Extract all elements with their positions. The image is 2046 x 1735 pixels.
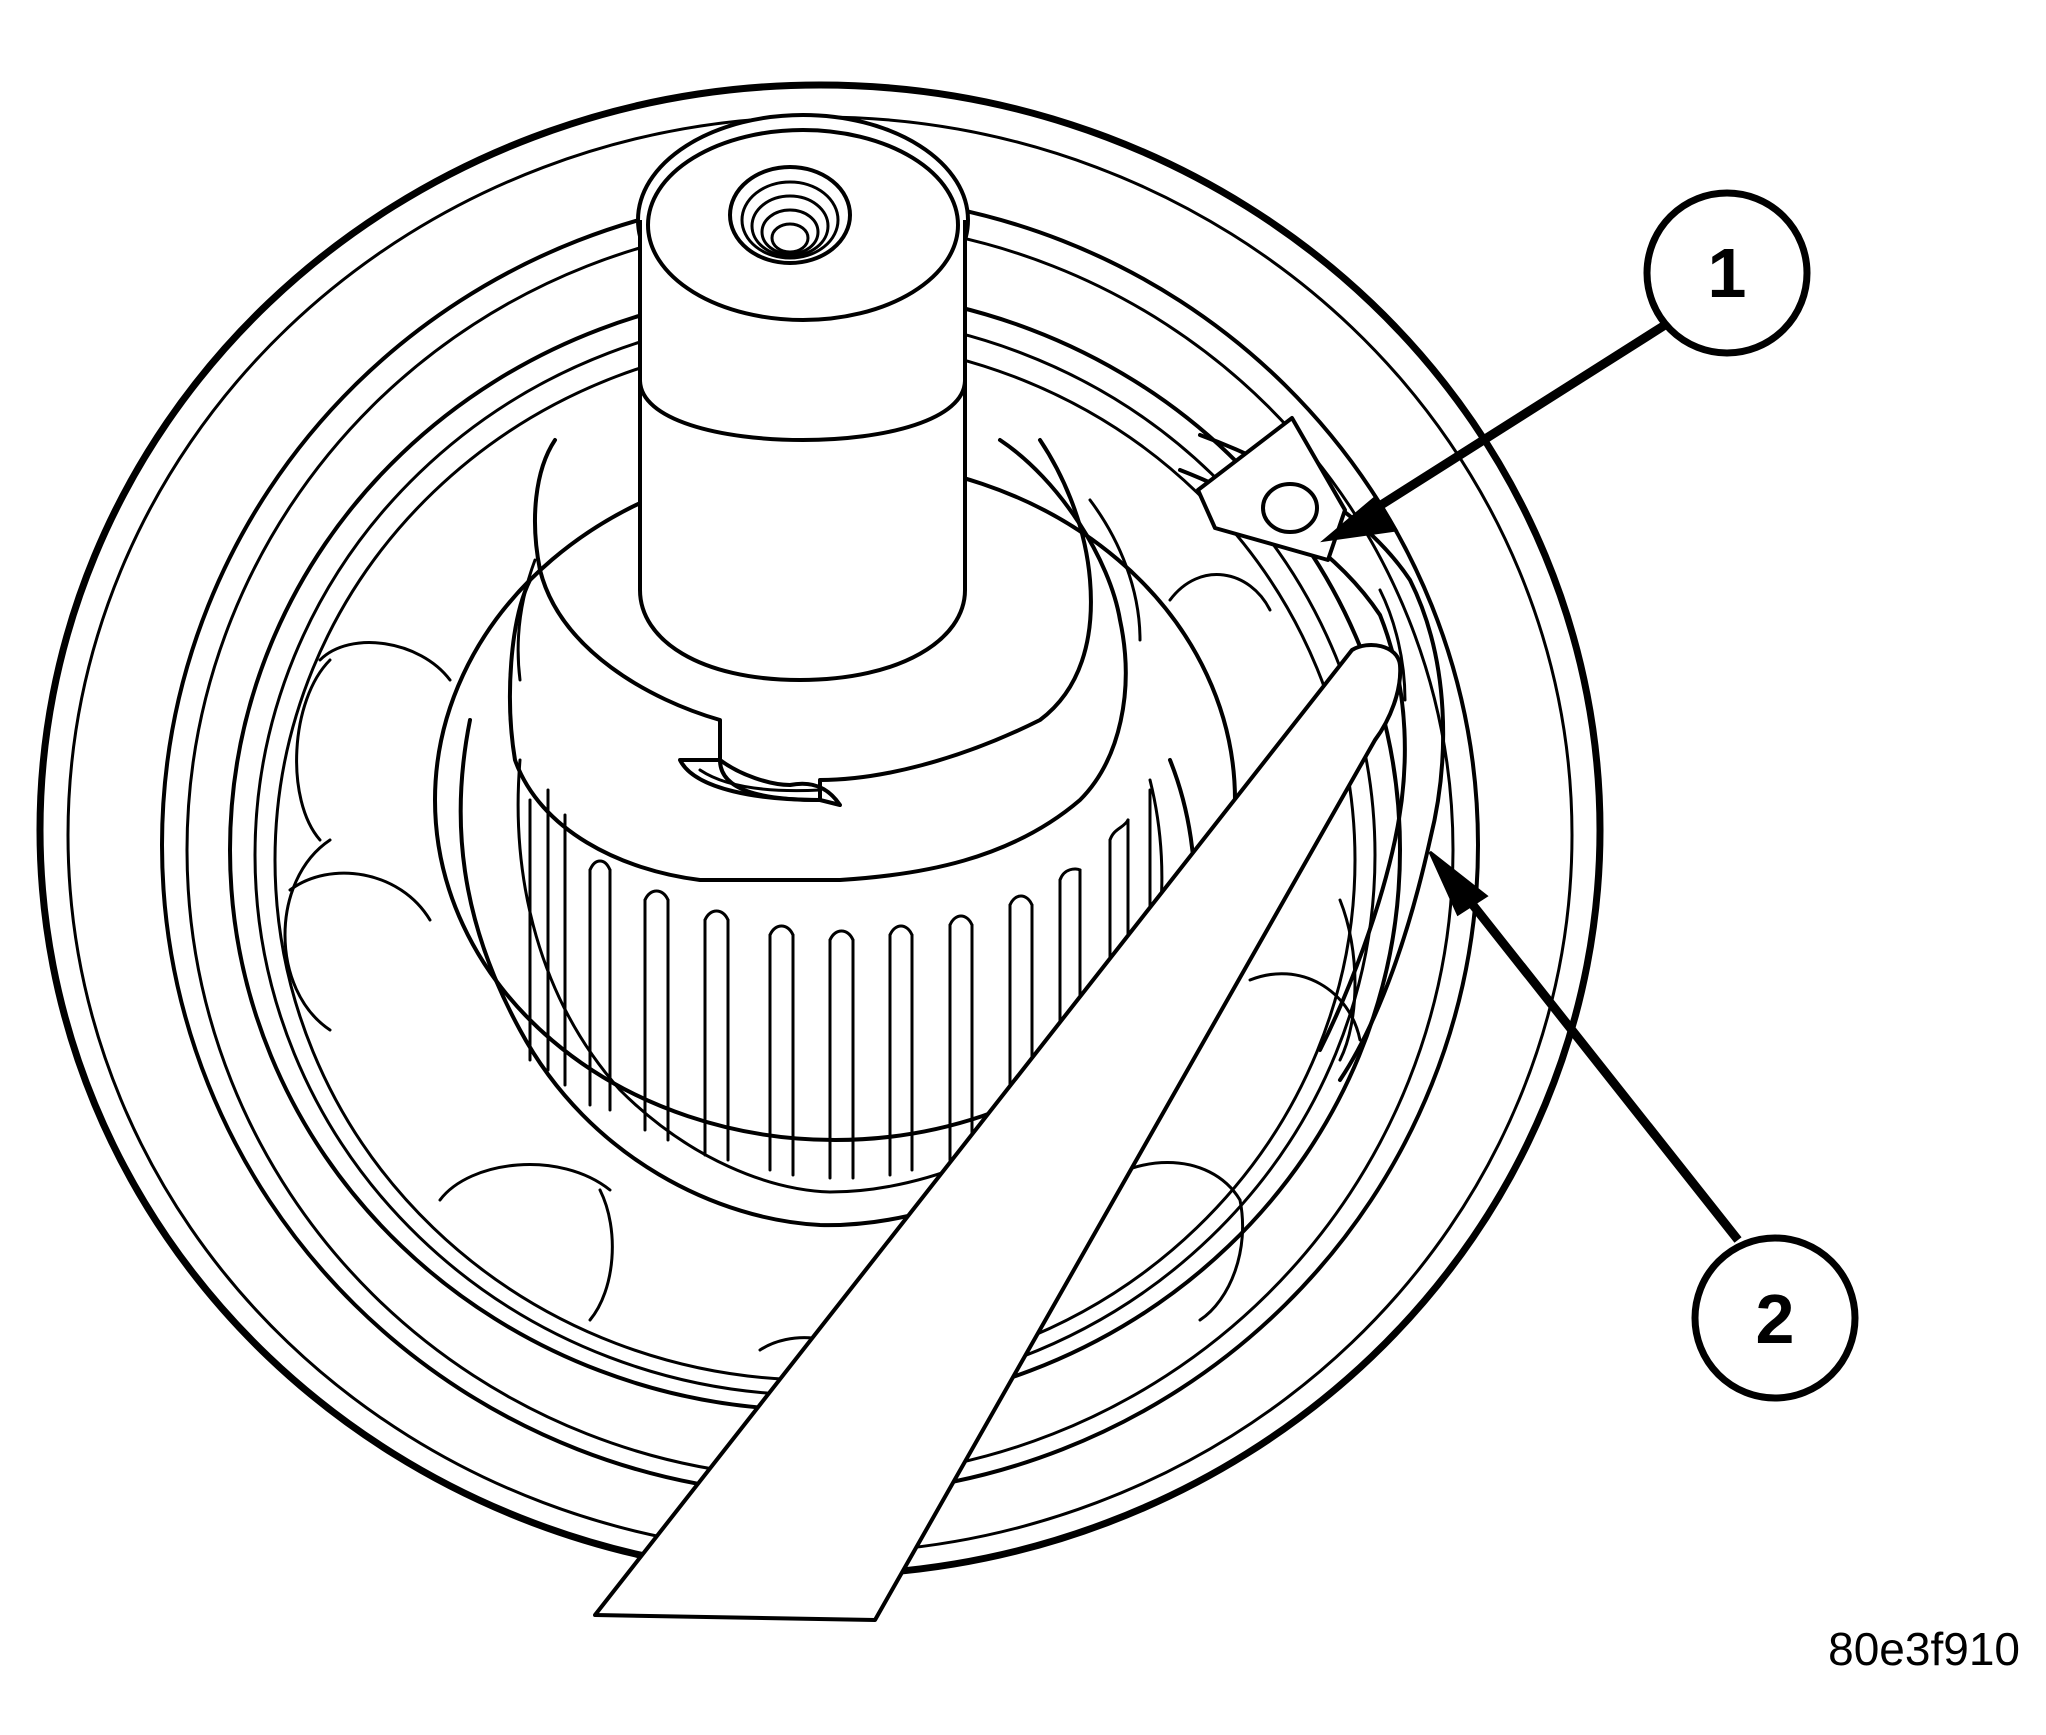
callout-arrow-2 — [1428, 850, 1742, 1243]
figure-id: 80e3f910 — [1828, 1623, 2020, 1675]
bearing-balls — [283, 573, 1362, 1362]
callout-1-label: 1 — [1708, 234, 1747, 312]
callout-1: 1 — [1643, 189, 1811, 357]
spline-teeth — [528, 788, 1152, 1180]
callout-2-label: 2 — [1756, 1280, 1795, 1358]
callout-arrow-1 — [1320, 321, 1668, 543]
snap-ring-ear — [1196, 416, 1347, 562]
callout-2: 2 — [1691, 1234, 1859, 1402]
output-shaft — [533, 113, 1093, 807]
threaded-hole — [728, 165, 852, 265]
screwdriver-blade — [593, 643, 1403, 1622]
